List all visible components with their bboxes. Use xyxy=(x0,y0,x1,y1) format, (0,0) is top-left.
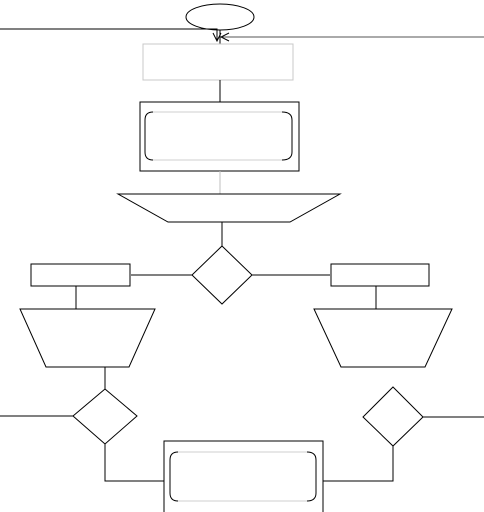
first-subroutine-left-bracket xyxy=(144,111,154,161)
bottom-subroutine-box[interactable] xyxy=(163,440,324,512)
start-terminator[interactable] xyxy=(185,3,255,31)
bottom-subroutine-right-bracket xyxy=(306,451,317,502)
left-decision-to-bottom-subroutine-connector xyxy=(104,444,164,482)
right-decision[interactable] xyxy=(362,386,424,447)
right-decision-to-bottom-subroutine-connector xyxy=(323,446,394,482)
left-entry-connector xyxy=(0,28,217,41)
first-subroutine-box[interactable] xyxy=(139,101,300,172)
right-process-box[interactable] xyxy=(330,263,430,287)
top-manual-operation[interactable] xyxy=(116,193,342,223)
left-manual-operation[interactable] xyxy=(19,308,156,368)
left-process-box[interactable] xyxy=(30,263,131,287)
first-subroutine-right-bracket xyxy=(281,111,293,161)
bottom-subroutine-left-bracket xyxy=(169,451,179,502)
center-decision[interactable] xyxy=(191,245,253,305)
top-process-box[interactable] xyxy=(142,43,294,81)
right-manual-operation[interactable] xyxy=(313,308,453,368)
left-decision[interactable] xyxy=(72,388,138,445)
